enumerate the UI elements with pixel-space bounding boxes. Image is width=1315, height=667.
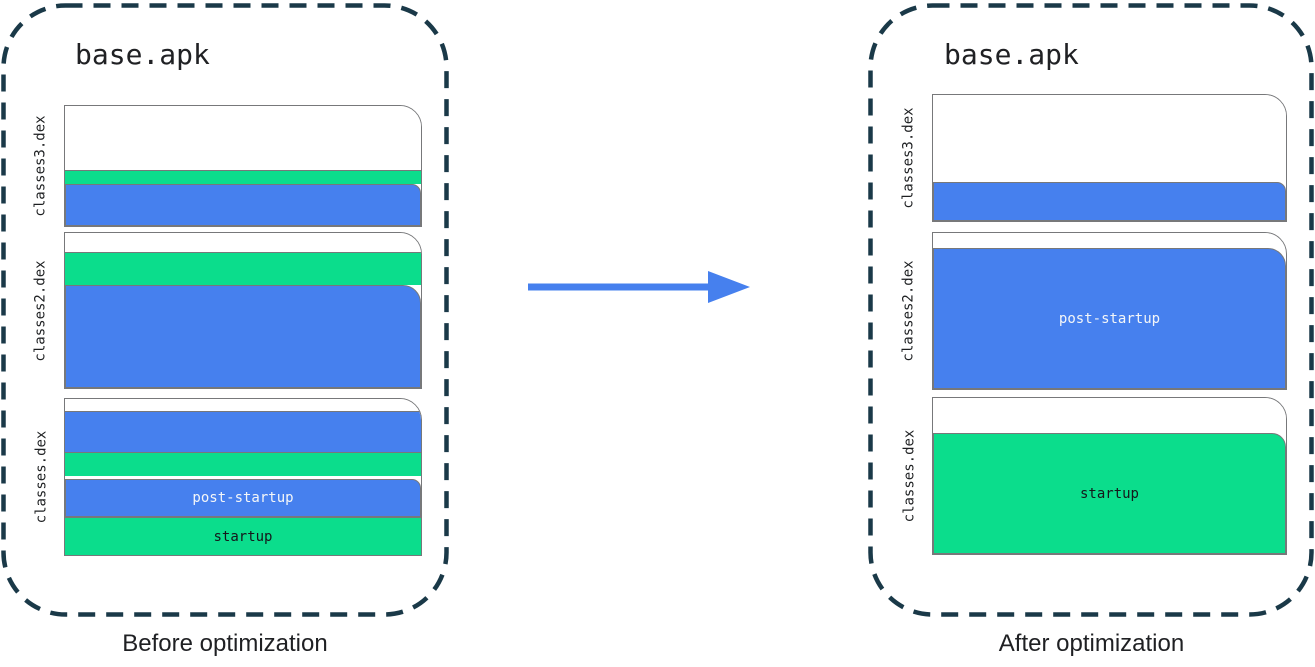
- segment-post-startup: [65, 285, 421, 388]
- after-apk-title: base.apk: [944, 38, 1079, 71]
- startup-label: startup: [213, 528, 273, 545]
- segment-unused: [933, 398, 1286, 433]
- before-dex-page-classes2: [64, 232, 422, 389]
- startup-label: startup: [1079, 485, 1139, 502]
- segment-gap: [65, 476, 421, 479]
- optimization-arrow-icon: [528, 271, 750, 303]
- segment-post-startup: [65, 411, 421, 452]
- segment-unused: [65, 399, 421, 411]
- segment-startup: [65, 170, 421, 184]
- after-dex-page-classes: startup: [932, 397, 1287, 555]
- post-startup-label: post-startup: [1058, 310, 1161, 327]
- post-startup-label: post-startup: [192, 490, 294, 506]
- before-file-label-classes: classes.dex: [33, 430, 49, 524]
- segment-post-startup: post-startup: [65, 479, 421, 517]
- after-dex-page-classes2: post-startup: [932, 232, 1287, 390]
- before-dex-page-classes: post-startup startup: [64, 398, 422, 556]
- segment-post-startup: [65, 184, 421, 226]
- segment-startup: [65, 452, 421, 476]
- after-file-label-classes3: classes3.dex: [901, 107, 917, 209]
- after-file-label-classes: classes.dex: [901, 429, 917, 523]
- segment-unused: [933, 95, 1286, 182]
- segment-post-startup: post-startup: [933, 248, 1286, 389]
- before-caption: Before optimization: [122, 630, 328, 657]
- after-caption: After optimization: [998, 630, 1185, 657]
- before-dex-page-classes3: [64, 105, 422, 227]
- after-file-label-classes2: classes2.dex: [901, 260, 917, 362]
- segment-startup: startup: [65, 517, 421, 555]
- segment-startup: startup: [933, 433, 1286, 554]
- before-file-label-classes3: classes3.dex: [33, 115, 49, 217]
- segment-post-startup: [933, 182, 1286, 221]
- before-file-label-classes2: classes2.dex: [33, 259, 49, 362]
- after-dex-page-classes3: [932, 94, 1287, 222]
- segment-startup: [65, 252, 421, 285]
- segment-unused: [933, 233, 1286, 248]
- segment-unused: [65, 106, 421, 170]
- segment-unused: [65, 233, 421, 252]
- before-apk-title: base.apk: [75, 38, 210, 71]
